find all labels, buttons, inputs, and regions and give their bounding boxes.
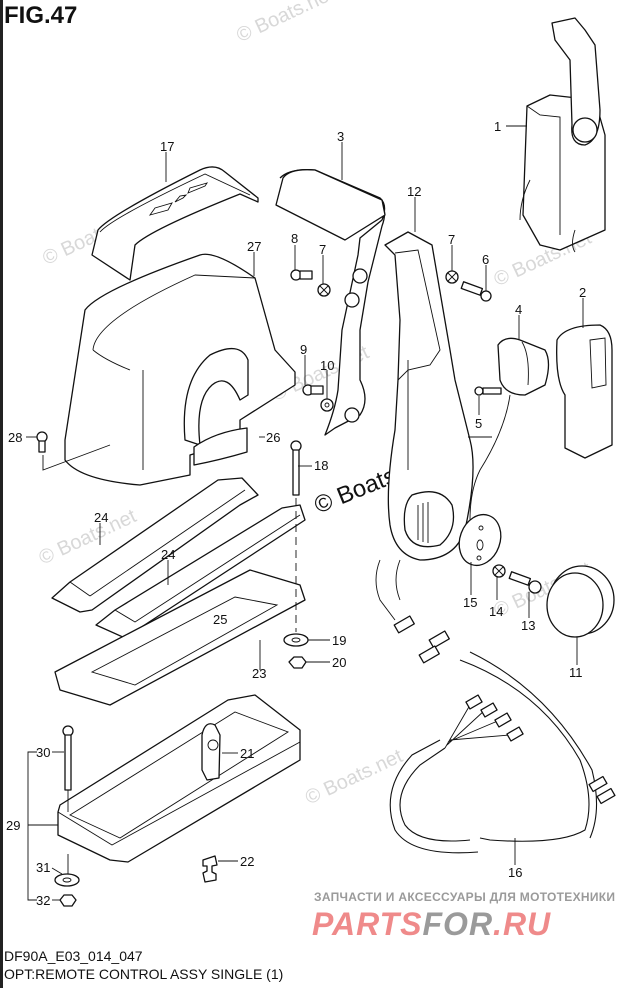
callout-25[interactable]: 25 — [213, 612, 227, 627]
part-7-washer[interactable] — [317, 283, 331, 297]
callout-26[interactable]: 26 — [266, 430, 280, 445]
part-28-screw[interactable] — [36, 431, 111, 471]
part-14-washer[interactable] — [492, 564, 506, 578]
callout-11[interactable]: 11 — [569, 665, 583, 680]
part-16-wire-harness[interactable] — [375, 559, 616, 854]
leader-lines — [99, 125, 584, 865]
part-2-cover[interactable] — [556, 324, 613, 459]
part-32-nut[interactable] — [59, 894, 77, 907]
brand-logo-part3: .RU — [493, 906, 552, 942]
part-29-base[interactable] — [57, 694, 301, 863]
part-23-gasket[interactable] — [54, 569, 306, 706]
callout-3[interactable]: 3 — [337, 129, 344, 144]
callout-21[interactable]: 21 — [240, 746, 254, 761]
part-5-screw[interactable] — [474, 386, 502, 396]
callout-7[interactable]: 7 — [319, 242, 326, 257]
brand-logo[interactable]: PARTSFOR.RU — [312, 906, 551, 943]
part-4-switch[interactable] — [469, 337, 550, 521]
brand-logo-part2: FOR — [422, 906, 494, 942]
callout-16[interactable]: 16 — [508, 865, 522, 880]
callout-29[interactable]: 29 — [6, 818, 20, 833]
callout-bracket-29 — [27, 751, 37, 901]
callout-1[interactable]: 1 — [494, 119, 501, 134]
callout-4[interactable]: 4 — [515, 302, 522, 317]
part-31-washer[interactable] — [54, 854, 80, 887]
part-12-lever[interactable] — [384, 231, 474, 561]
callout-9[interactable]: 9 — [300, 342, 307, 357]
part-24-bracket-upper[interactable] — [51, 477, 259, 613]
part-17-top-cover[interactable] — [91, 166, 259, 281]
part-15-plate[interactable] — [452, 509, 507, 572]
part-30-screw[interactable] — [62, 725, 74, 812]
part-8-bolt[interactable] — [290, 269, 313, 281]
part-3-handle-grip[interactable] — [275, 169, 386, 436]
callout-14[interactable]: 14 — [489, 604, 503, 619]
callout-31[interactable]: 31 — [36, 860, 50, 875]
part-26-plate[interactable] — [193, 427, 248, 466]
callout-labels: 17 27 3 12 8 7 7 6 9 10 1 2 4 5 26 28 18… — [6, 119, 586, 908]
callout-30[interactable]: 30 — [36, 745, 50, 760]
callout-13[interactable]: 13 — [521, 618, 535, 633]
callout-10[interactable]: 10 — [320, 358, 334, 373]
brand-logo-part1: PARTS — [312, 906, 423, 942]
part-7-washer-2[interactable] — [445, 270, 459, 284]
part-1-remote-control-box[interactable] — [519, 17, 606, 253]
callout-2[interactable]: 2 — [579, 285, 586, 300]
part-20-nut[interactable] — [288, 656, 330, 669]
part-9-bolt[interactable] — [302, 384, 324, 396]
callout-8[interactable]: 8 — [291, 231, 298, 246]
callout-22[interactable]: 22 — [240, 854, 254, 869]
part-18-screw[interactable] — [290, 440, 312, 632]
part-19-washer[interactable] — [283, 633, 330, 647]
brand-subtitle: ЗАПЧАСТИ И АКСЕССУАРЫ ДЛЯ МОТОТЕХНИКИ — [314, 890, 616, 904]
callout-18[interactable]: 18 — [314, 458, 328, 473]
part-13-screw[interactable] — [508, 571, 542, 594]
callout-7b[interactable]: 7 — [448, 232, 455, 247]
part-27-housing-cover[interactable] — [64, 253, 296, 486]
callout-24[interactable]: 24 — [94, 510, 108, 525]
figure-code: DF90A_E03_014_047 — [4, 948, 143, 964]
callout-24b[interactable]: 24 — [161, 547, 175, 562]
callout-19[interactable]: 19 — [332, 633, 346, 648]
callout-32[interactable]: 32 — [36, 893, 50, 908]
callout-28[interactable]: 28 — [8, 430, 22, 445]
figure-caption: OPT:REMOTE CONTROL ASSY SINGLE (1) — [4, 966, 284, 982]
callout-17[interactable]: 17 — [160, 139, 174, 154]
part-21-clamp[interactable] — [201, 723, 238, 781]
callout-5[interactable]: 5 — [475, 416, 482, 431]
callout-12[interactable]: 12 — [407, 184, 421, 199]
part-22-clip[interactable] — [202, 855, 238, 883]
callout-15[interactable]: 15 — [463, 595, 477, 610]
part-11-cap[interactable] — [546, 565, 615, 638]
callout-6[interactable]: 6 — [482, 252, 489, 267]
part-6-screw[interactable] — [460, 281, 492, 302]
figure-title: FIG.47 — [4, 2, 78, 29]
callout-20[interactable]: 20 — [332, 655, 346, 670]
callout-27[interactable]: 27 — [247, 239, 261, 254]
watermark: © Boats.net — [233, 0, 338, 47]
callout-23[interactable]: 23 — [252, 666, 266, 681]
part-10-washer[interactable] — [320, 398, 334, 412]
